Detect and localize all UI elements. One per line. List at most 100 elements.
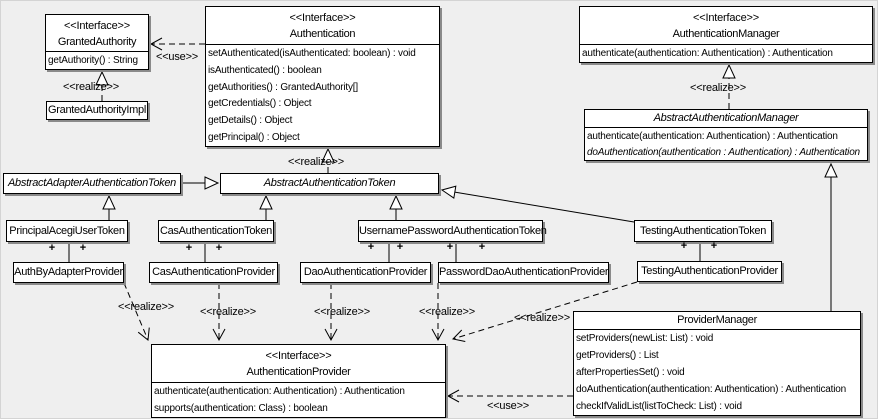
class-name: AbstractAdapterAuthenticationToken <box>8 177 176 189</box>
realize-stereotype-label: <<realize>> <box>118 301 174 313</box>
method-label: getPrincipal() : Object <box>208 132 300 144</box>
class-header: <<Interface>> AuthenticationManager <box>580 7 872 45</box>
class-header: CasAuthenticationProvider <box>150 263 277 284</box>
class-header: AuthByAdapterProvider <box>14 263 123 284</box>
method-label: afterPropertiesSet() : void <box>576 367 685 378</box>
methods-compartment: setAuthenticated(isAuthenticated: boolea… <box>206 45 439 146</box>
class-name: CasAuthenticationToken <box>159 225 273 237</box>
realize-stereotype-label: <<realize>> <box>314 306 370 318</box>
class-box-abstract-adapter-authentication-token[interactable]: AbstractAdapterAuthenticationToken <box>3 173 181 194</box>
class-header: <<Interface>> AuthenticationProvider <box>152 345 445 383</box>
association-end-plus: + <box>710 240 718 252</box>
class-box-authentication-provider[interactable]: <<Interface>> AuthenticationProvider authe… <box>151 344 446 418</box>
use-stereotype-label: <<use>> <box>155 51 199 63</box>
class-box-username-password-authentication-token[interactable]: UsernamePasswordAuthenticationToken <box>358 220 547 243</box>
class-name: AbstractAuthenticationToken <box>263 177 396 189</box>
class-name: GrantedAuthorityImpl <box>48 104 146 116</box>
method-label: doAuthentication(authentication : Authen… <box>587 146 860 158</box>
method-label: supports(authentication: Class) : boolea… <box>154 403 328 414</box>
class-box-granted-authority[interactable]: <<Interface>> GrantedAuthority getAuthorit… <box>45 14 149 70</box>
method-label: doAuthentication(authentication: Authent… <box>576 384 846 395</box>
method-label: getAuthorities() : GrantedAuthority[] <box>208 81 358 93</box>
class-box-principal-acegi-user-token[interactable]: PrincipalAcegiUserToken <box>6 220 128 242</box>
class-header: CasAuthenticationToken <box>159 221 273 243</box>
class-box-granted-authority-impl[interactable]: GrantedAuthorityImpl <box>46 101 148 120</box>
class-name: DaoAuthenticationProvider <box>303 266 428 278</box>
class-name: AbstractAuthenticationManager <box>653 112 799 124</box>
class-header: <<Interface>> GrantedAuthority <box>46 15 148 52</box>
class-name: PrincipalAcegiUserToken <box>9 225 125 237</box>
class-name: PasswordDaoAuthenticationProvider <box>439 266 609 278</box>
class-name: GrantedAuthority <box>57 36 137 48</box>
method-label: getAuthority() : String <box>48 55 138 66</box>
method-label: getCredentials() : Object <box>208 98 312 110</box>
class-name: CasAuthenticationProvider <box>152 266 275 278</box>
stereotype-label: <<Interface>> <box>693 12 759 24</box>
class-box-abstract-authentication-manager[interactable]: AbstractAuthenticationManager authenticat… <box>584 109 868 161</box>
class-box-abstract-authentication-token[interactable]: AbstractAuthenticationToken <box>220 173 439 194</box>
method-label: checkIfValidList(listToCheck: List) : vo… <box>576 401 742 412</box>
method-label: authenticate(authentication: Authenticat… <box>587 130 838 142</box>
association-end-plus: + <box>478 241 486 253</box>
method-label: setProviders(newList: List) : void <box>576 333 714 344</box>
class-header: TestingAuthenticationToken <box>635 221 771 243</box>
stereotype-label: <<Interface>> <box>64 20 130 32</box>
class-header: DaoAuthenticationProvider <box>301 263 430 284</box>
class-box-cas-authentication-provider[interactable]: CasAuthenticationProvider <box>149 262 278 283</box>
class-name: TestingAuthenticationToken <box>639 225 767 237</box>
class-header: GrantedAuthorityImpl <box>47 102 147 121</box>
class-name: AuthenticationProvider <box>246 366 351 378</box>
realize-stereotype-label: <<realize>> <box>514 312 570 324</box>
association-end-plus: + <box>446 241 454 253</box>
methods-compartment: authenticate(authentication: Authenticat… <box>152 383 445 417</box>
class-header: AbstractAuthenticationToken <box>221 174 438 195</box>
association-end-plus: + <box>215 242 223 254</box>
class-name: ProviderManager <box>677 314 757 326</box>
association-end-plus: + <box>367 241 375 253</box>
class-box-cas-authentication-token[interactable]: CasAuthenticationToken <box>158 220 274 242</box>
realize-stereotype-label: <<realize>> <box>419 306 475 318</box>
methods-compartment: getAuthority() : String <box>46 52 148 69</box>
class-box-password-dao-authentication-provider[interactable]: PasswordDaoAuthenticationProvider <box>438 262 609 283</box>
method-label: authenticate(authentication: Authenticat… <box>582 48 833 59</box>
class-name: Authentication <box>289 28 356 40</box>
association-end-plus: + <box>680 240 688 252</box>
use-stereotype-label: <<use>> <box>486 400 530 412</box>
class-header: PasswordDaoAuthenticationProvider <box>439 263 609 284</box>
class-header: PrincipalAcegiUserToken <box>7 221 127 243</box>
class-header: AbstractAdapterAuthenticationToken <box>4 174 180 195</box>
method-label: getProviders() : List <box>576 350 659 361</box>
stereotype-label: <<Interface>> <box>265 350 332 362</box>
association-end-plus: + <box>396 241 404 253</box>
class-name: TestingAuthenticationProvider <box>641 265 778 277</box>
class-box-authentication[interactable]: <<Interface>> Authentication setAuthentica… <box>205 6 440 147</box>
class-box-auth-by-adapter-provider[interactable]: AuthByAdapterProvider <box>13 262 124 283</box>
realize-authbyadapter-to-authprovider <box>123 282 150 341</box>
class-header: AbstractAuthenticationManager <box>585 110 867 128</box>
methods-compartment: authenticate(authentication: Authenticat… <box>585 128 867 160</box>
gen-testing-to-abstract-token <box>440 185 635 223</box>
class-header: ProviderManager <box>574 312 860 330</box>
class-name: AuthByAdapterProvider <box>14 266 123 278</box>
methods-compartment: authenticate(authentication: Authenticat… <box>580 45 872 62</box>
class-box-authentication-manager[interactable]: <<Interface>> AuthenticationManager authen… <box>579 6 873 63</box>
class-box-dao-authentication-provider[interactable]: DaoAuthenticationProvider <box>300 262 431 283</box>
realize-stereotype-label: <<realize>> <box>690 82 746 94</box>
class-header: UsernamePasswordAuthenticationToken <box>359 221 547 243</box>
stereotype-label: <<Interface>> <box>289 12 356 24</box>
class-name: UsernamePasswordAuthenticationToken <box>359 225 547 237</box>
class-box-testing-authentication-token[interactable]: TestingAuthenticationToken <box>634 220 772 242</box>
class-box-provider-manager[interactable]: ProviderManager setProviders(newList: Lis… <box>573 311 861 416</box>
class-box-testing-authentication-provider[interactable]: TestingAuthenticationProvider <box>637 261 782 282</box>
method-label: authenticate(authentication: Authenticat… <box>154 386 405 397</box>
class-name: AuthenticationManager <box>672 28 780 40</box>
realize-stereotype-label: <<realize>> <box>63 81 119 93</box>
association-end-plus: + <box>48 242 56 254</box>
realize-testing-to-authprovider <box>452 281 638 342</box>
methods-compartment: setProviders(newList: List) : void getPro… <box>574 330 860 415</box>
class-header: <<Interface>> Authentication <box>206 7 439 45</box>
method-label: isAuthenticated() : boolean <box>208 64 322 76</box>
method-label: setAuthenticated(isAuthenticated: boolea… <box>208 47 416 59</box>
